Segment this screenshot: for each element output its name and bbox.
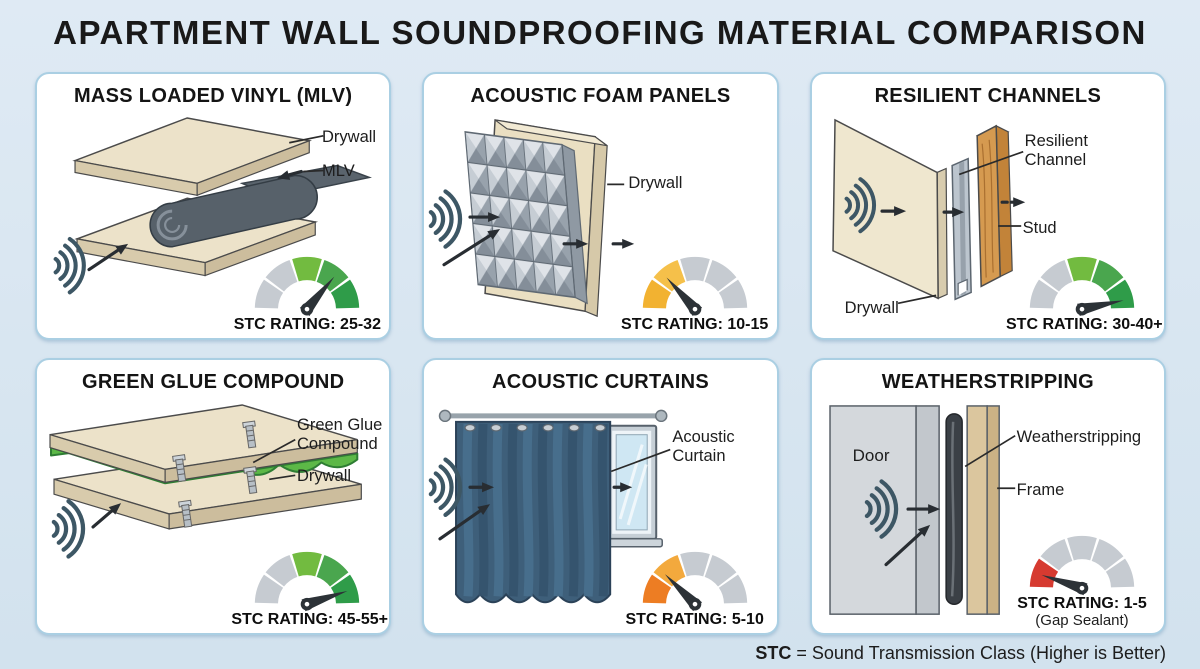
stc-gauge: STC RATING: 1-5 (Gap Sealant)	[1006, 532, 1158, 629]
stc-rating-label: STC RATING: 25-32	[233, 316, 381, 333]
stc-abbr: STC	[755, 643, 792, 663]
panel-acoustic-foam: ACOUSTIC FOAM PANELS	[422, 72, 779, 340]
label-acoustic-curtain: Acoustic Curtain	[672, 428, 735, 466]
grommets	[464, 423, 607, 432]
stc-legend: STC = Sound Transmission Class (Higher i…	[755, 643, 1166, 664]
sound-waves-icon	[54, 501, 83, 556]
stc-rating-label: STC RATING: 1-5	[1017, 595, 1147, 612]
door-panel	[828, 405, 917, 615]
label-mlv: MLV	[322, 162, 355, 180]
panel-title: ACOUSTIC FOAM PANELS	[470, 85, 731, 107]
panel-grid: MASS LOADED VINYL (MLV)	[35, 72, 1166, 635]
label-drywall: Drywall	[322, 128, 377, 146]
drywall-panel	[831, 118, 939, 300]
sound-waves-icon	[431, 191, 460, 246]
gauge-dial	[642, 256, 747, 317]
screw-icon	[242, 420, 257, 449]
panel-title: WEATHERSTRIPPING	[881, 371, 1094, 393]
screw-icon	[243, 466, 258, 495]
curtain-illustration	[424, 409, 671, 604]
stc-gauge: STC RATING: 45-55+	[231, 548, 388, 629]
frame-board	[966, 405, 988, 615]
gauge-dial	[255, 256, 360, 316]
stc-rating-label: STC RATING: 10-15	[621, 316, 769, 333]
green-glue-illustration	[49, 404, 362, 633]
label-frame: Frame	[1016, 481, 1065, 499]
stc-rating-label: STC RATING: 45-55+	[231, 611, 388, 628]
panel-green-glue: GREEN GLUE COMPOUND	[35, 358, 392, 635]
stc-rating-label: STC RATING: 30-40+	[1006, 316, 1163, 333]
label-green-glue: Green Glue Compound	[297, 416, 383, 454]
stc-gauge: STC RATING: 10-15	[619, 253, 771, 334]
label-door: Door	[852, 446, 890, 465]
stc-gauge: STC RATING: 25-32	[231, 253, 383, 334]
stud-board	[976, 124, 1001, 288]
label-resilient-channel: Resilient Channel	[1024, 132, 1088, 170]
panel-title: RESILIENT CHANNELS	[874, 85, 1102, 107]
label-drywall: Drywall	[628, 174, 683, 192]
label-weatherstripping: Weatherstripping	[1016, 428, 1142, 446]
page-title: APARTMENT WALL SOUNDPROOFING MATERIAL CO…	[53, 14, 1147, 51]
gauge-dial	[1029, 535, 1135, 596]
label-drywall: Drywall	[844, 299, 899, 317]
foam-illustration	[424, 119, 635, 318]
screw-icon	[178, 499, 193, 528]
label-drywall: Drywall	[297, 467, 352, 485]
stc-rating-note: (Gap Sealant)	[1035, 612, 1129, 629]
stc-definition: = Sound Transmission Class (Higher is Be…	[791, 643, 1166, 663]
panel-title: ACOUSTIC CURTAINS	[492, 371, 709, 393]
screw-icon	[172, 454, 187, 483]
stc-rating-label: STC RATING: 5-10	[625, 611, 764, 628]
gauge-dial	[642, 551, 747, 612]
label-stud: Stud	[1022, 219, 1057, 237]
panel-title: GREEN GLUE COMPOUND	[81, 371, 345, 393]
gauge-dial	[255, 551, 360, 612]
gauge-dial	[1029, 256, 1135, 317]
panel-resilient-channels: RESILIENT CHANNELS	[809, 72, 1166, 340]
sound-waves-icon	[56, 239, 84, 292]
stc-gauge: STC RATING: 5-10	[619, 548, 771, 629]
panel-acoustic-curtains: ACOUSTIC CURTAINS	[422, 358, 779, 635]
foam-grid	[464, 130, 577, 299]
weatherstripping-illustration	[828, 405, 1016, 615]
panel-title: MASS LOADED VINYL (MLV)	[73, 85, 353, 107]
panel-mass-loaded-vinyl: MASS LOADED VINYL (MLV)	[35, 72, 392, 340]
mlv-roll	[149, 174, 319, 248]
panel-weatherstripping: WEATHERSTRIPPING Door Weatherstrip	[809, 358, 1166, 635]
mlv-illustration	[37, 117, 372, 338]
resilient-channel-illustration	[831, 118, 1025, 305]
stc-gauge: STC RATING: 30-40+	[1006, 253, 1163, 334]
